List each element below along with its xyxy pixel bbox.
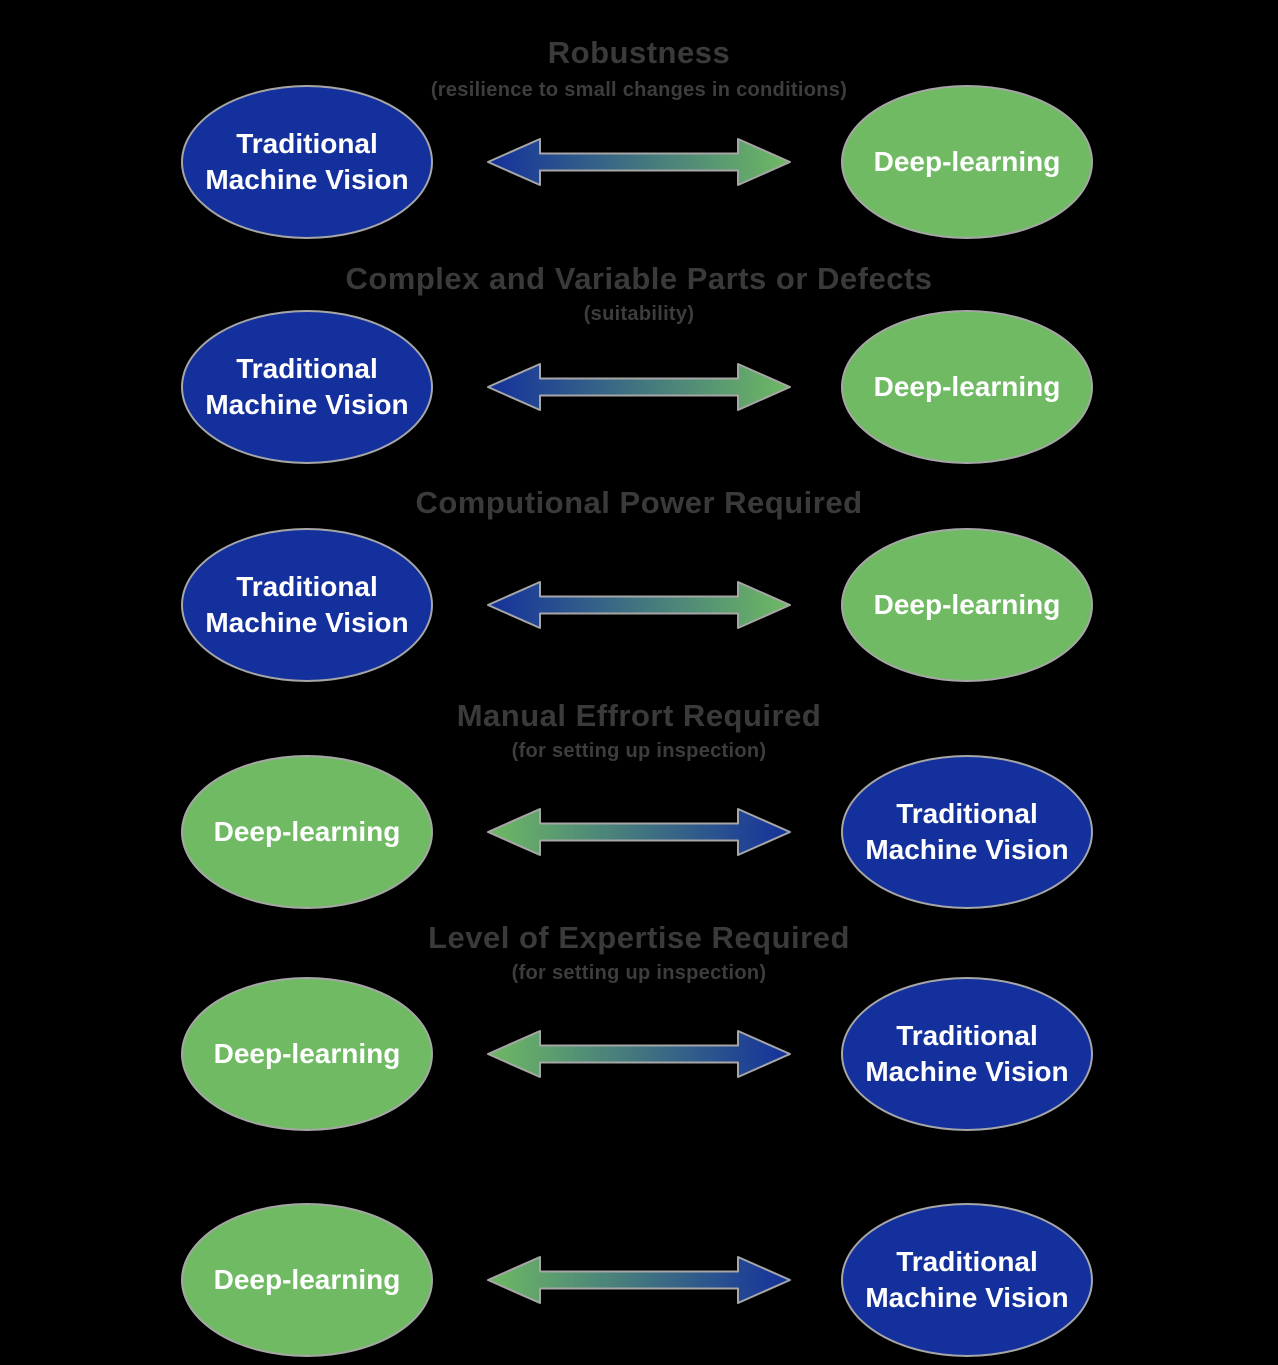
traditional-machine-vision-ellipse: Traditional Machine Vision [181, 310, 433, 464]
ellipse-label: Traditional Machine Vision [205, 353, 409, 420]
deep-learning-ellipse: Deep-learning [841, 310, 1093, 464]
bidirectional-arrow [487, 1030, 791, 1078]
deep-learning-ellipse: Deep-learning [181, 755, 433, 909]
deep-learning-ellipse: Deep-learning [181, 1203, 433, 1357]
row-subtitle: (resilience to small changes in conditio… [430, 79, 848, 101]
ellipse-label: Traditional Machine Vision [865, 798, 1069, 865]
deep-learning-ellipse: Deep-learning [841, 528, 1093, 682]
ellipse-label: Deep-learning [213, 816, 401, 847]
ellipse-label: Deep-learning [873, 589, 1061, 620]
ellipse-label: Deep-learning [213, 1264, 401, 1295]
bidirectional-arrow [487, 808, 791, 856]
bidirectional-arrow [487, 138, 791, 186]
ellipse-label: Deep-learning [873, 146, 1061, 177]
row-subtitle: (for setting up inspection) [511, 740, 767, 762]
ellipse-label: Deep-learning [213, 1038, 401, 1069]
ellipse-label: Traditional Machine Vision [205, 128, 409, 195]
traditional-machine-vision-ellipse: Traditional Machine Vision [841, 1203, 1093, 1357]
bidirectional-arrow [487, 1256, 791, 1304]
deep-learning-ellipse: Deep-learning [841, 85, 1093, 239]
ellipse-label: Traditional Machine Vision [865, 1246, 1069, 1313]
traditional-machine-vision-ellipse: Traditional Machine Vision [181, 528, 433, 682]
bidirectional-arrow [487, 363, 791, 411]
row-title: Computional Power Required [415, 485, 863, 520]
row-title: Level of Expertise Required [428, 920, 850, 955]
row-title: Robustness [547, 35, 731, 70]
row-subtitle: (for setting up inspection) [511, 962, 767, 984]
row-title: Manual Effrort Required [456, 698, 822, 733]
row-title: Complex and Variable Parts or Defects [345, 261, 933, 296]
traditional-machine-vision-ellipse: Traditional Machine Vision [841, 755, 1093, 909]
ellipse-label: Traditional Machine Vision [865, 1020, 1069, 1087]
ellipse-label: Traditional Machine Vision [205, 571, 409, 638]
traditional-machine-vision-ellipse: Traditional Machine Vision [841, 977, 1093, 1131]
bidirectional-arrow [487, 581, 791, 629]
ellipse-label: Deep-learning [873, 371, 1061, 402]
deep-learning-ellipse: Deep-learning [181, 977, 433, 1131]
row-subtitle: (suitability) [583, 303, 695, 325]
traditional-machine-vision-ellipse: Traditional Machine Vision [181, 85, 433, 239]
